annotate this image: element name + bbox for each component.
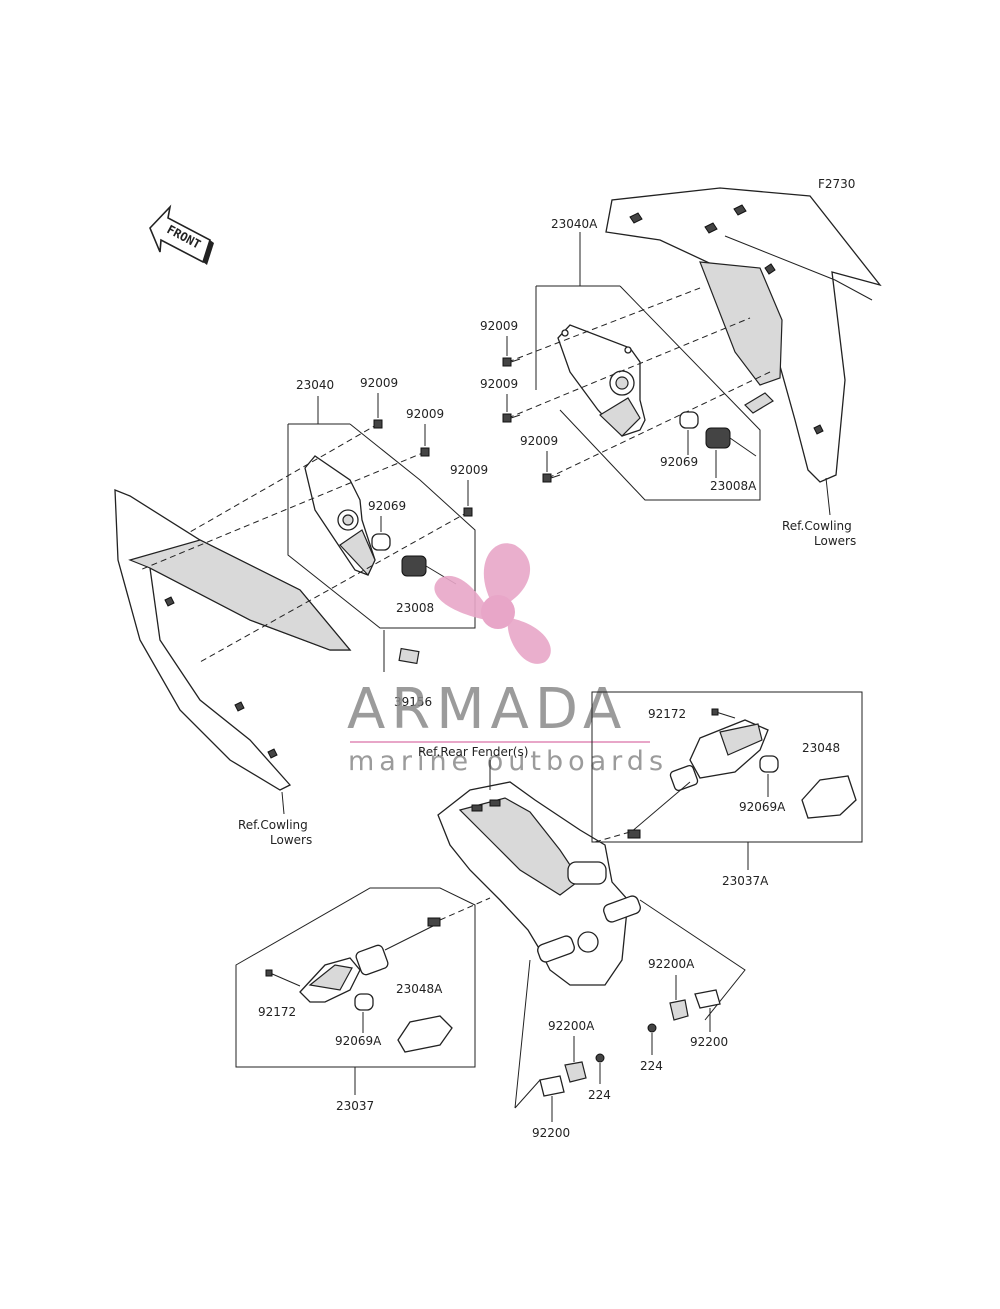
screw-left-a — [373, 419, 383, 429]
bulb-right — [679, 411, 699, 429]
turn-signal-housing-right — [557, 324, 646, 437]
callout-23008: 23008 — [396, 601, 434, 615]
figure-code: F2730 — [818, 177, 855, 191]
socket-right — [705, 427, 757, 457]
front-arrow-icon: FRONT — [149, 204, 214, 265]
bulb-92069A-right — [759, 755, 779, 773]
watermark-tagline: marine outboards — [348, 746, 668, 777]
callout-92069-right: 92069 — [660, 455, 698, 469]
ref-cowling-left-line1: Ref.Cowling — [238, 818, 308, 832]
callout-23008A: 23008A — [710, 479, 757, 493]
ref-cowling-left-line2: Lowers — [270, 833, 312, 847]
callout-92172-right: 92172 — [648, 707, 686, 721]
turn-signal-housing-left — [304, 455, 376, 577]
lens-23048A — [397, 1015, 453, 1053]
callout-23040A: 23040A — [551, 217, 598, 231]
screw-left-c — [463, 507, 473, 517]
callout-92069A-left: 92069A — [335, 1034, 382, 1048]
cowling-lower-right — [605, 187, 882, 516]
screw-right-c — [542, 473, 561, 483]
callout-23048: 23048 — [802, 741, 840, 755]
rear-fender — [437, 781, 641, 986]
turn-signal-left — [299, 917, 441, 1003]
callout-92200A-right: 92200A — [648, 957, 695, 971]
turn-signal-right — [627, 719, 769, 839]
callout-224-left: 224 — [588, 1088, 611, 1102]
callout-23048A: 23048A — [396, 982, 443, 996]
screw-92172-right — [711, 708, 736, 719]
ref-cowling-right-line2: Lowers — [814, 534, 856, 548]
callout-224-right: 224 — [640, 1059, 663, 1073]
callout-92069-left: 92069 — [368, 499, 406, 513]
callout-92200A-left: 92200A — [548, 1019, 595, 1033]
cowling-lower-left — [114, 489, 352, 815]
armada-logo-icon — [434, 543, 551, 664]
callout-92200-right: 92200 — [690, 1035, 728, 1049]
callout-92009-d: 92009 — [360, 376, 398, 390]
callout-92009-a: 92009 — [480, 319, 518, 333]
callout-23037: 23037 — [336, 1099, 374, 1113]
bracket-92200A-left — [564, 1061, 587, 1083]
plate-92200-right — [694, 989, 721, 1009]
screw-right-b — [502, 413, 521, 423]
callout-23037A: 23037A — [722, 874, 769, 888]
nut-224-left — [595, 1053, 605, 1063]
callout-92009-f: 92009 — [450, 463, 488, 477]
callout-92069A-right: 92069A — [739, 800, 786, 814]
plate-92200-left — [539, 1075, 565, 1097]
nut-224-right — [647, 1023, 657, 1033]
watermark-brand: ARMADA — [347, 677, 627, 742]
bulb-left — [371, 533, 391, 551]
ref-cowling-right-line1: Ref.Cowling — [782, 519, 852, 533]
socket-left — [401, 555, 457, 585]
bracket-92200A-right — [669, 999, 689, 1021]
callout-39156: 39156 — [394, 695, 432, 709]
bulb-92069A-left — [354, 993, 374, 1011]
callout-92172-left: 92172 — [258, 1005, 296, 1019]
callout-92009-c: 92009 — [520, 434, 558, 448]
screw-92172-left — [265, 969, 301, 987]
callout-92200-left: 92200 — [532, 1126, 570, 1140]
callout-92009-e: 92009 — [406, 407, 444, 421]
callout-23040: 23040 — [296, 378, 334, 392]
callout-92009-b: 92009 — [480, 377, 518, 391]
ref-rear-fender: Ref.Rear Fender(s) — [418, 745, 528, 759]
clip-39156 — [398, 647, 420, 665]
screw-right-a — [502, 357, 521, 367]
screw-left-b — [420, 447, 430, 457]
lens-23048 — [801, 775, 857, 819]
